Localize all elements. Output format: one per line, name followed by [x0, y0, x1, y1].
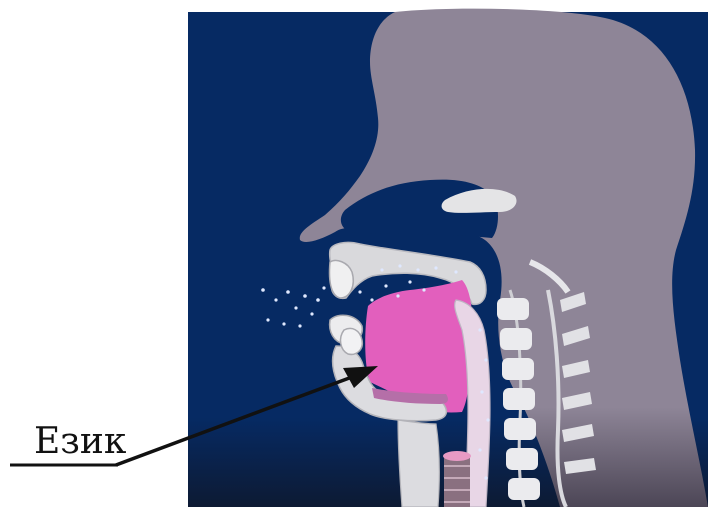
tongue-label: Език — [34, 422, 126, 462]
larynx — [398, 420, 439, 507]
trachea — [443, 451, 471, 507]
lower-teeth — [341, 328, 363, 354]
